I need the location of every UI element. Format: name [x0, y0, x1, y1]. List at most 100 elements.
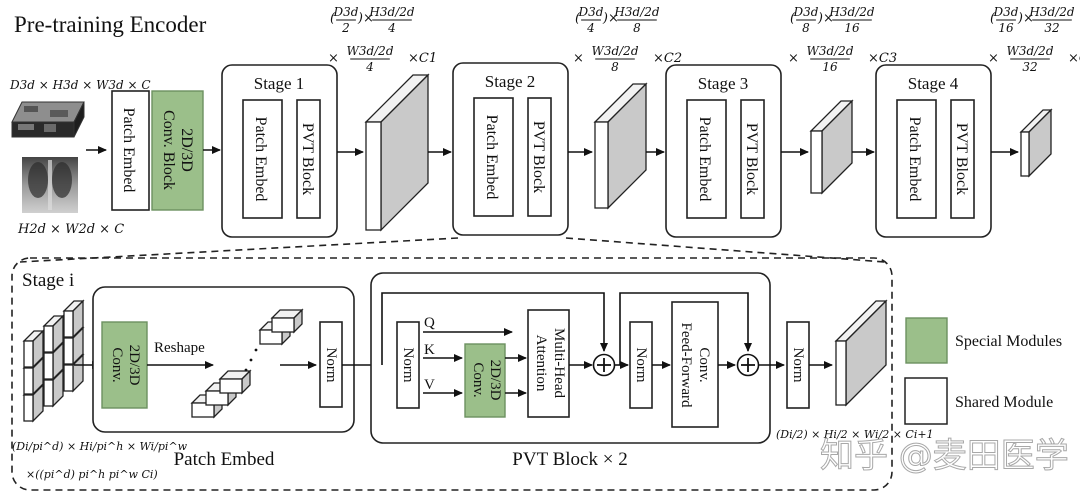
paren-open: (: [330, 11, 336, 26]
stage-i-box: [11, 257, 893, 491]
dim-channels: ×C3: [868, 51, 897, 66]
output-cube: [834, 299, 888, 407]
cube-front-face: [259, 329, 283, 345]
times-sign: ×: [788, 51, 799, 66]
stage-patch-embed-label: Patch Embed: [906, 117, 923, 202]
times-sign: ×: [573, 51, 584, 66]
residual-connection-2: [619, 292, 752, 365]
stage-pvt-block-label: PVT Block: [299, 123, 316, 195]
stage-patch-embed-label: Patch Embed: [252, 117, 269, 202]
cube-front-face: [191, 402, 215, 418]
pvt-conv-label-2: Conv.: [470, 362, 486, 397]
dim-h-fraction: H3d/2d 16: [828, 5, 874, 35]
chest-xray-image: [22, 157, 78, 213]
paren-open: (: [990, 11, 996, 26]
stage-label: Stage 1: [254, 74, 305, 93]
cube-front-face: [205, 390, 229, 406]
dim-w-fraction: W3d/2d4: [346, 44, 393, 74]
fraction-numerator: H3d/2d: [613, 5, 659, 19]
times-sign: ×: [988, 51, 999, 66]
stem-conv-block: [151, 90, 204, 211]
ffn-label-1: Conv.: [696, 347, 712, 382]
pvt-norm-1: [396, 321, 420, 409]
patch-embed-conv: [101, 321, 148, 409]
fraction-numerator: W3d/2d: [1006, 44, 1053, 58]
fraction-denominator: 8: [633, 21, 641, 35]
input-2d-dims: H2d × W2d × C: [17, 222, 124, 237]
legend-label-special: Special Modules: [955, 333, 1062, 350]
pvt-norm-1-label: Norm: [400, 348, 416, 383]
fraction-numerator: H3d/2d: [828, 5, 874, 19]
legend-swatch-special: [905, 317, 948, 364]
fraction-denominator: 32: [1044, 21, 1059, 35]
diagram-title: Pre-training Encoder: [14, 12, 207, 37]
cube-front-face: [271, 317, 295, 333]
stage-pvt-block-box: [740, 99, 765, 219]
token-cube: [218, 369, 252, 395]
patch-embed-conv-label-2: Conv.: [109, 347, 125, 382]
stem-conv-label-2: Conv. Block: [160, 110, 177, 190]
token-sequence: [190, 308, 304, 419]
legend: Special Modules Shared Module: [904, 317, 1062, 425]
dim-w-fraction: W3d/2d 16: [806, 44, 853, 74]
stage-pvt-block-box: [296, 99, 321, 219]
stage-patch-embed-box: [242, 99, 283, 219]
reshape-label: Reshape: [154, 340, 205, 356]
ffn-label-2: Feed-Forward: [678, 323, 694, 408]
dim-channels: ×C4: [1068, 51, 1080, 66]
dim-w-fraction: W3d/2d 32: [1006, 44, 1053, 74]
dim-h-fraction: H3d/2d4: [368, 5, 414, 35]
fraction-denominator: 8: [611, 60, 619, 74]
cube-front-face: [23, 394, 34, 422]
fraction-numerator: D3d: [578, 5, 604, 19]
stage-patch-embed-label: Patch Embed: [483, 115, 500, 200]
cube-front-face: [63, 364, 74, 392]
cube-front-face: [23, 340, 34, 368]
feature-map-cube: [593, 82, 648, 210]
fraction-denominator: 32: [1022, 60, 1037, 74]
patch-cube: [42, 314, 65, 354]
fraction-denominator: 16: [822, 60, 838, 74]
stage-pvt-block-label: PVT Block: [743, 123, 760, 195]
k-label: K: [424, 342, 435, 358]
add-icon-1: [592, 353, 616, 377]
q-label: Q: [424, 315, 435, 331]
cube-front-face: [63, 337, 74, 365]
stage-pvt-block-label: PVT Block: [953, 123, 970, 195]
stage-i-out-norm-label: Norm: [790, 348, 806, 383]
cube-front-face: [43, 379, 54, 407]
stage-i-label-text: Stage i: [22, 270, 74, 291]
paren-close-times: )×: [602, 11, 619, 26]
legend-swatch-shared: [904, 377, 948, 425]
fraction-denominator: 4: [387, 21, 396, 35]
stage-label: Stage 4: [908, 74, 959, 93]
stem-patch-embed-label: Patch Embed: [120, 108, 137, 193]
stage-i-label: Stage i: [22, 270, 74, 291]
fraction-denominator: 16: [844, 21, 860, 35]
times-sign: ×: [328, 51, 339, 66]
feature-map-cube: [809, 99, 854, 195]
legend-label-shared: Shared Module: [955, 394, 1053, 411]
stage-patch-embed-box: [473, 97, 514, 217]
3d-volume-image: [11, 101, 85, 138]
cube-front-face: [43, 352, 54, 380]
stage-i-output-feature-map: [834, 299, 888, 407]
patch-embed-conv-label-1: 2D/3D: [126, 345, 142, 386]
stage-patch-embed-box: [896, 99, 937, 219]
cube-front-face: [594, 121, 609, 209]
fraction-numerator: W3d/2d: [806, 44, 853, 58]
input-3d-dims: D3d × H3d × W3d × C: [9, 78, 151, 92]
fraction-denominator: 2: [341, 21, 350, 35]
stage-pvt-block-label: PVT Block: [530, 121, 547, 193]
stage-pvt-block-box: [950, 99, 975, 219]
paren-close-times: )×: [1017, 11, 1034, 26]
cube-front-face: [835, 340, 847, 406]
